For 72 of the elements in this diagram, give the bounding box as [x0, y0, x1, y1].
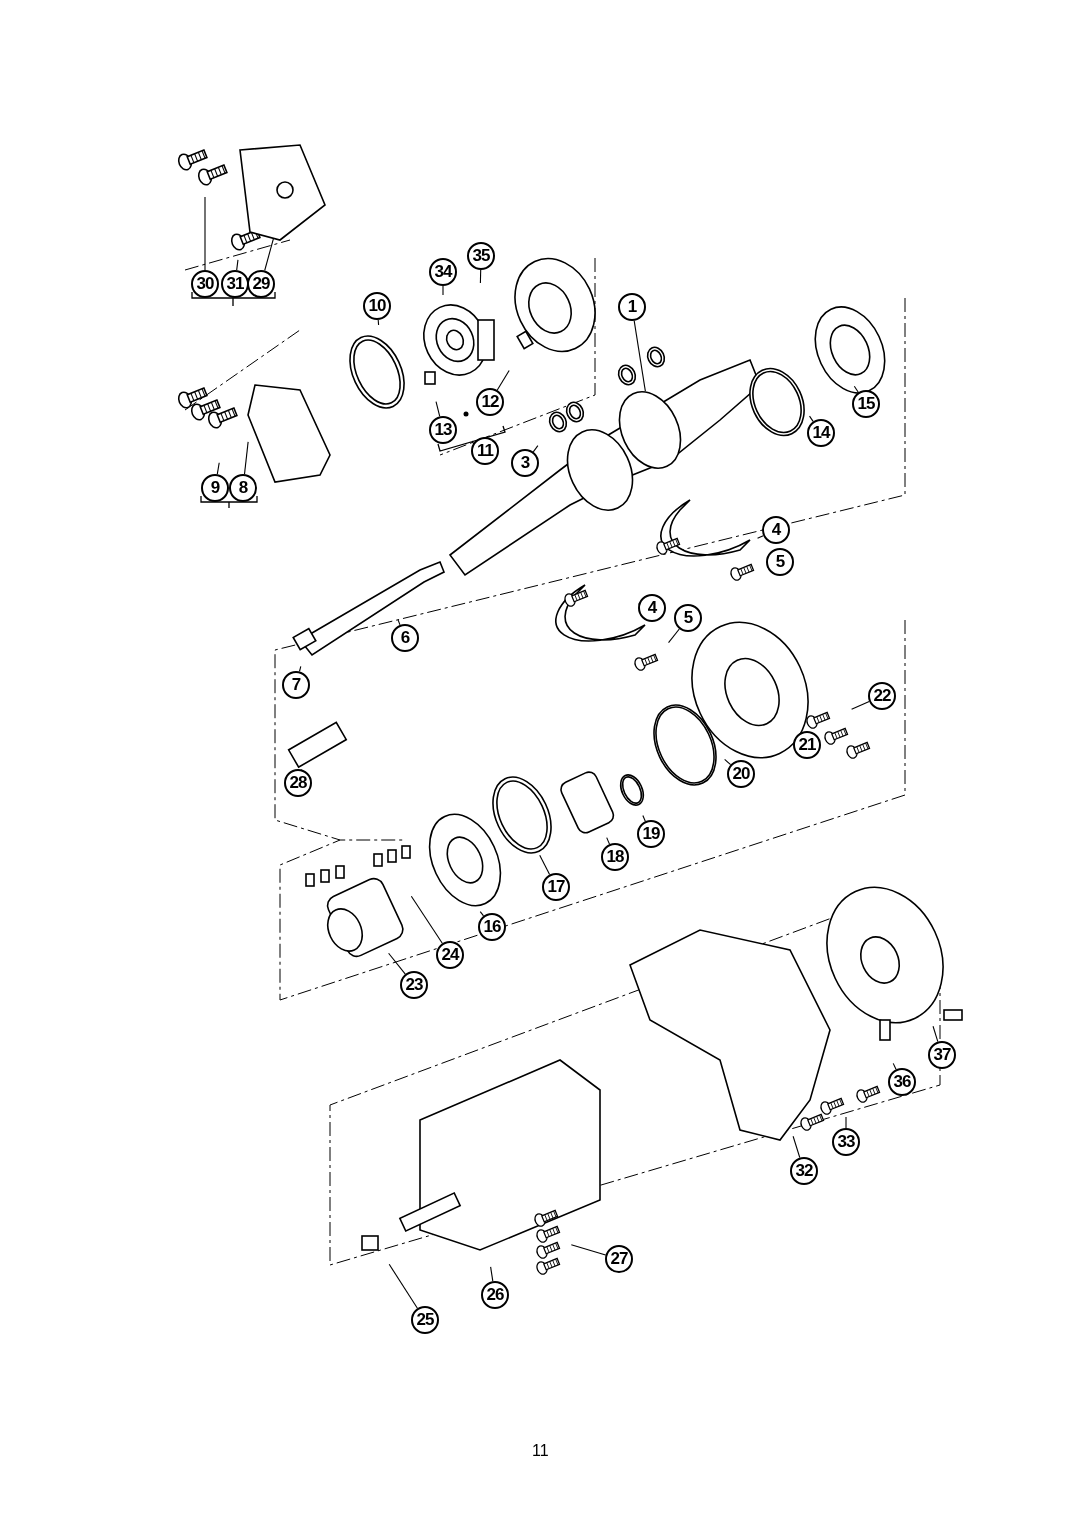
leader-line [264, 237, 275, 272]
callout-number: 8 [229, 474, 257, 502]
callout-number: 34 [429, 258, 457, 286]
callout-number: 6 [391, 624, 419, 652]
leader-line [757, 535, 764, 539]
leader-line [606, 837, 611, 845]
leader-line [442, 285, 444, 296]
callout-number: 32 [790, 1157, 818, 1185]
leader-line [388, 1263, 418, 1309]
callout-number: 4 [762, 516, 790, 544]
callout-number: 13 [429, 416, 457, 444]
callout-number: 23 [400, 971, 428, 999]
leader-line [853, 385, 859, 393]
leader-line [397, 619, 401, 626]
callout-number: 5 [766, 548, 794, 576]
leader-line [851, 701, 870, 710]
callout-number: 35 [467, 242, 495, 270]
leader-line [490, 1266, 494, 1282]
leader-line [236, 259, 239, 271]
leader-line [377, 319, 380, 326]
leader-line [243, 441, 249, 475]
callout-number: 14 [807, 419, 835, 447]
callout-number: 17 [542, 873, 570, 901]
callout-number: 28 [284, 769, 312, 797]
leader-line [845, 1116, 847, 1129]
callout-number: 15 [852, 390, 880, 418]
callout-number: 4 [638, 594, 666, 622]
leader-line [633, 320, 646, 392]
page-number: 11 [532, 1442, 549, 1460]
callout-number: 16 [478, 913, 506, 941]
callout-number: 24 [436, 941, 464, 969]
callout-number: 7 [282, 671, 310, 699]
callout-number: 26 [481, 1281, 509, 1309]
callout-number: 33 [832, 1128, 860, 1156]
callout-number: 27 [605, 1245, 633, 1273]
leader-line [204, 196, 206, 271]
leader-line [216, 462, 220, 475]
leader-line [410, 895, 443, 944]
leader-line [809, 415, 814, 422]
callout-number: 29 [247, 270, 275, 298]
leader-line [298, 665, 302, 672]
callout-number: 10 [363, 292, 391, 320]
callout-number: 9 [201, 474, 229, 502]
leader-line [724, 758, 732, 766]
callout-number: 31 [221, 270, 249, 298]
callout-number: 11 [471, 437, 499, 465]
leader-line [435, 400, 441, 417]
callout-number: 3 [511, 449, 539, 477]
leader-line [479, 269, 482, 284]
leader-line [570, 1244, 607, 1256]
leader-line [532, 445, 539, 453]
callout-number: 22 [868, 682, 896, 710]
callout-number: 5 [674, 604, 702, 632]
callout-number: 20 [727, 760, 755, 788]
leader-line [892, 1062, 897, 1070]
leader-line [388, 952, 406, 975]
callout-number: 19 [637, 820, 665, 848]
callout-number: 12 [476, 388, 504, 416]
callout-number: 21 [793, 731, 821, 759]
leader-line [496, 369, 510, 391]
leader-line [668, 628, 680, 644]
leader-line [539, 854, 551, 876]
callout-number: 30 [191, 270, 219, 298]
leader-line [479, 911, 485, 917]
leader-line [932, 1025, 939, 1043]
callout-number: 18 [601, 843, 629, 871]
callout-number: 1 [618, 293, 646, 321]
leader-line [792, 1135, 801, 1159]
callout-number: 25 [411, 1306, 439, 1334]
callout-number: 37 [928, 1041, 956, 1069]
callout-number: 36 [888, 1068, 916, 1096]
leader-line [642, 815, 646, 822]
